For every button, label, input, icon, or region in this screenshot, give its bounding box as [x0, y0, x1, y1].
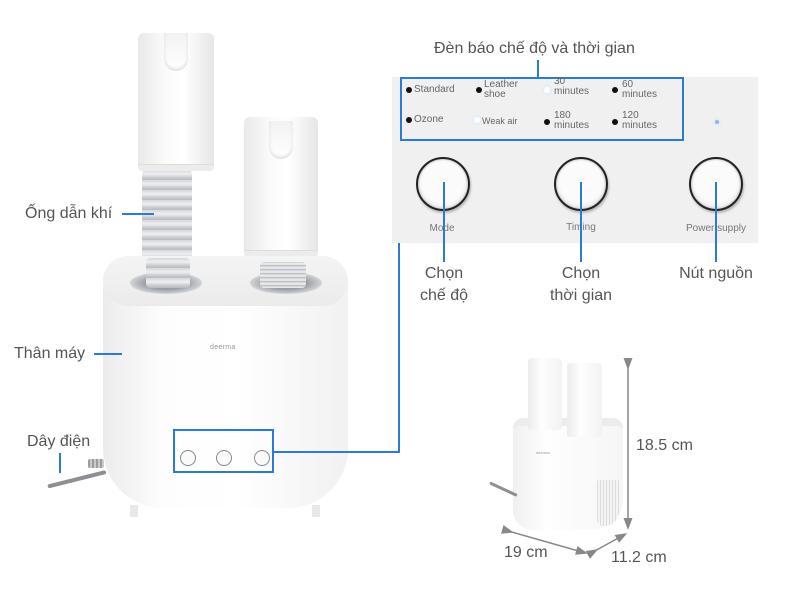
indicator-180min-label: 180 minutes: [554, 111, 589, 131]
indicator-120min-dot: [612, 119, 618, 125]
indicator-60min-dot: [612, 87, 618, 93]
indicator-30min-led-lit: [542, 85, 552, 95]
shoe-dryer-head-left: [138, 33, 214, 171]
air-hose-callout: Ống dẫn khí: [25, 205, 113, 222]
power-indicator-led: [715, 120, 719, 124]
indicator-title-label: Đèn báo chế độ và thời gian: [434, 40, 635, 57]
indicator-180min-line1: 180: [554, 110, 571, 121]
indicator-120min-label: 120 minutes: [622, 111, 657, 131]
indicator-120min-line2: minutes: [622, 120, 658, 131]
power-cord-leader-line: [59, 453, 61, 473]
mode-select-line1: Chọn: [424, 265, 464, 282]
mode-select-callout: Chọn chế độ: [404, 263, 484, 307]
height-dimension-label: 18.5 cm: [636, 437, 693, 454]
width-dimension-label: 19 cm: [504, 544, 548, 561]
body-leader-line: [94, 353, 122, 355]
head-notch: [164, 33, 188, 71]
indicator-30min-label: 30 minutes: [554, 77, 589, 97]
foot-right: [312, 505, 320, 517]
mode-button-label: Mode: [429, 223, 455, 234]
mini-timing-button: [216, 450, 232, 466]
indicator-weak-air-label: Weak air: [482, 116, 518, 126]
air-hose-leader-line: [122, 213, 154, 215]
indicator-60min-label: 60 minutes: [622, 80, 657, 100]
brand-logo: deerma: [210, 344, 236, 351]
mini-power-button: [254, 450, 270, 466]
indicator-highlight-box: [400, 77, 684, 141]
control-panel-highlight-box: [173, 429, 274, 473]
indicator-leather-line1: Leather: [484, 79, 518, 90]
body-callout: Thân máy: [14, 345, 86, 362]
indicator-title-leader-line: [537, 60, 539, 78]
time-select-callout: Chọn thời gian: [535, 263, 627, 307]
indicator-60min-line2: minutes: [622, 89, 658, 100]
indicator-standard-label: Standard: [414, 84, 455, 95]
time-select-line2: thời gian: [549, 287, 613, 304]
small-brand-logo: deerma: [536, 450, 550, 455]
head-notch: [269, 121, 293, 159]
indicator-leather-shoe-label: Leather shoe: [484, 80, 518, 100]
small-dryer-head-right: [567, 363, 602, 437]
indicator-weak-air-led-lit: [472, 115, 482, 125]
indicator-30min-line1: 30: [554, 76, 566, 87]
indicator-60min-line1: 60: [622, 79, 634, 90]
foot-left: [130, 505, 138, 517]
head-rim: [138, 164, 214, 171]
indicator-leather-shoe-dot: [476, 87, 482, 93]
panel-connector-vertical: [398, 243, 400, 453]
time-select-line1: Chọn: [561, 265, 601, 282]
indicator-120min-line1: 120: [622, 110, 639, 121]
indicator-leather-line2: shoe: [484, 89, 506, 100]
air-hose-right-base: [260, 262, 306, 288]
mode-select-line2: chế độ: [419, 287, 469, 304]
mini-mode-button: [180, 450, 196, 466]
main-body: [103, 282, 348, 508]
indicator-30min-line2: minutes: [554, 86, 590, 97]
small-air-grille: [597, 480, 619, 526]
air-hose-left-base: [146, 258, 190, 288]
indicator-ozone-dot: [406, 117, 412, 123]
indicator-standard-dot: [406, 87, 412, 93]
power-cord-strain-relief: [88, 459, 104, 468]
small-dryer-head-left: [528, 358, 562, 430]
power-button-callout: Nút nguồn: [679, 265, 753, 282]
indicator-ozone-label: Ozone: [414, 114, 444, 125]
shoe-dryer-head-right: [244, 117, 318, 257]
depth-dimension-label: 11.2 cm: [611, 549, 667, 566]
head-rim: [244, 250, 318, 257]
panel-connector-horizontal: [274, 451, 400, 453]
mode-leader-line: [443, 182, 445, 262]
power-cord-callout: Dây điện: [27, 433, 91, 450]
power-leader-line: [715, 182, 717, 262]
timing-leader-line: [580, 182, 582, 262]
indicator-180min-line2: minutes: [554, 120, 590, 131]
indicator-180min-dot: [544, 119, 550, 125]
